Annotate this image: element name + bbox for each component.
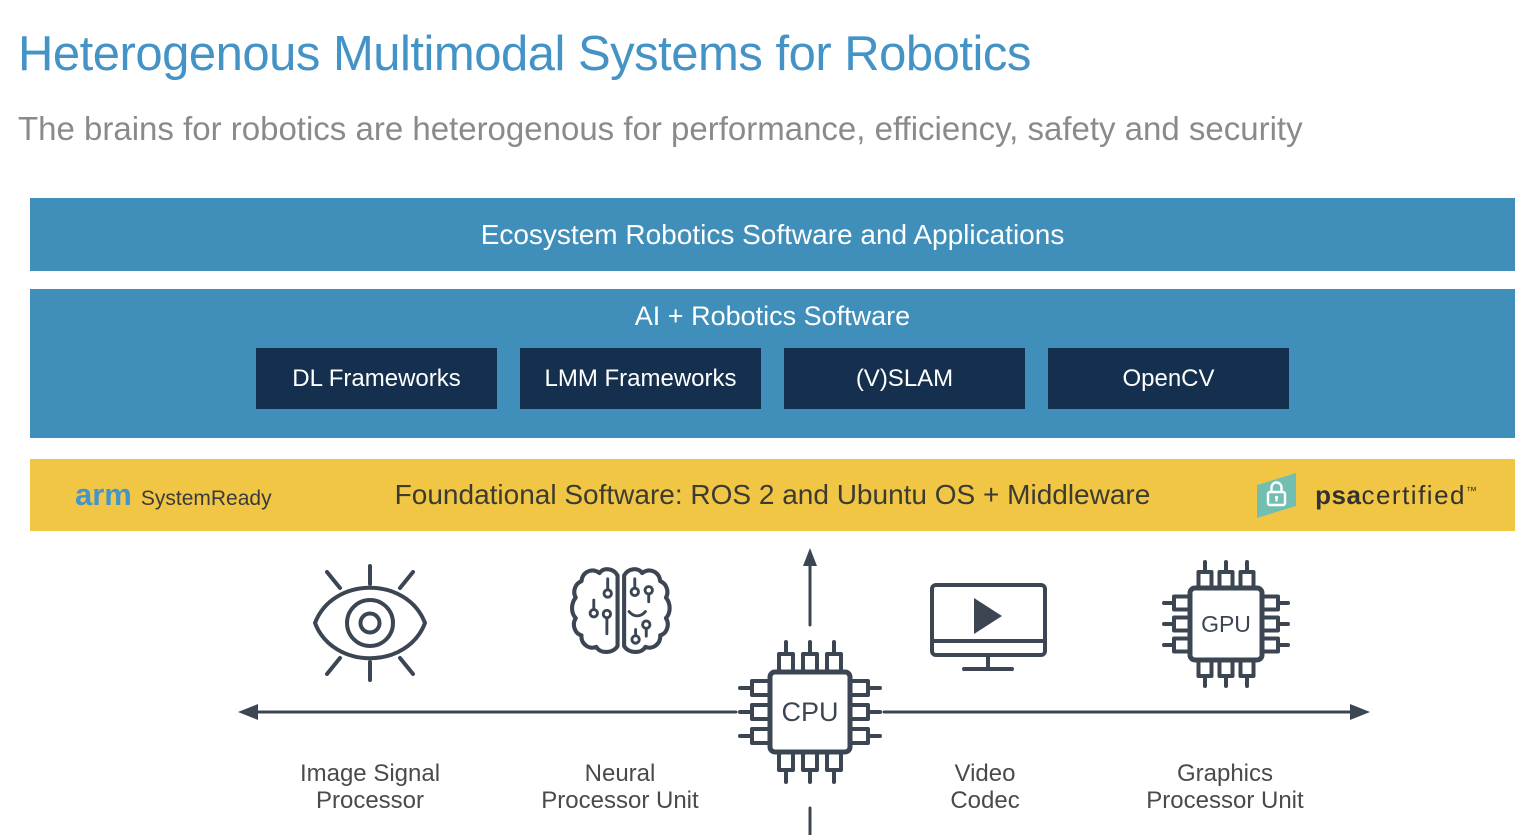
psa-certified-label: psacertified™ bbox=[1315, 479, 1477, 510]
framework-box-dl: DL Frameworks bbox=[256, 348, 497, 409]
layer-ai-robotics: AI + Robotics Software DL Frameworks LMM… bbox=[30, 289, 1515, 438]
arrow-up-head bbox=[803, 548, 817, 566]
arm-systemready-logo: arm SystemReady bbox=[75, 477, 272, 513]
framework-box-opencv: OpenCV bbox=[1048, 348, 1289, 409]
arrow-left-head bbox=[238, 704, 258, 720]
label-neural-processor-unit: Neural Processor Unit bbox=[541, 760, 699, 814]
page-subtitle: The brains for robotics are heterogenous… bbox=[18, 110, 1303, 147]
framework-box-lmm: LMM Frameworks bbox=[520, 348, 761, 409]
video-codec-icon bbox=[930, 583, 1047, 671]
psa-certified-logo: psacertified™ bbox=[1250, 469, 1477, 521]
brain-circuit-icon bbox=[570, 567, 672, 654]
label-image-signal-processor: Image Signal Processor bbox=[299, 760, 441, 814]
framework-row: DL Frameworks LMM Frameworks (V)SLAM Ope… bbox=[30, 348, 1515, 409]
arrow-right-head bbox=[1350, 704, 1370, 720]
layer-foundational: arm SystemReady Foundational Software: R… bbox=[30, 459, 1515, 531]
gpu-label: GPU bbox=[1201, 611, 1251, 637]
framework-label: OpenCV bbox=[1122, 364, 1215, 392]
layer-ai-robotics-label: AI + Robotics Software bbox=[634, 301, 911, 331]
layer-ecosystem-label: Ecosystem Robotics Software and Applicat… bbox=[480, 218, 1065, 250]
framework-label: (V)SLAM bbox=[855, 364, 954, 392]
framework-box-vslam: (V)SLAM bbox=[784, 348, 1025, 409]
framework-label: LMM Frameworks bbox=[544, 364, 737, 392]
bus-arrows bbox=[238, 548, 1370, 835]
hardware-diagram: CPU bbox=[238, 548, 1370, 835]
eye-icon bbox=[313, 564, 427, 682]
layer-foundational-label: Foundational Software: ROS 2 and Ubuntu … bbox=[394, 479, 1151, 510]
label-graphics-processor-unit: Graphics Processor Unit bbox=[1146, 760, 1304, 814]
cpu-icon: CPU bbox=[738, 640, 882, 784]
cpu-label: CPU bbox=[781, 697, 838, 727]
arm-logo-text: arm bbox=[75, 477, 132, 512]
gpu-icon: GPU bbox=[1162, 560, 1290, 688]
page-title: Heterogenous Multimodal Systems for Robo… bbox=[18, 27, 1031, 81]
systemready-label: SystemReady bbox=[140, 487, 272, 510]
psa-lock-icon bbox=[1257, 473, 1297, 518]
framework-label: DL Frameworks bbox=[292, 364, 461, 392]
layer-ecosystem: Ecosystem Robotics Software and Applicat… bbox=[30, 198, 1515, 271]
label-video-codec: Video Codec bbox=[950, 760, 1020, 814]
